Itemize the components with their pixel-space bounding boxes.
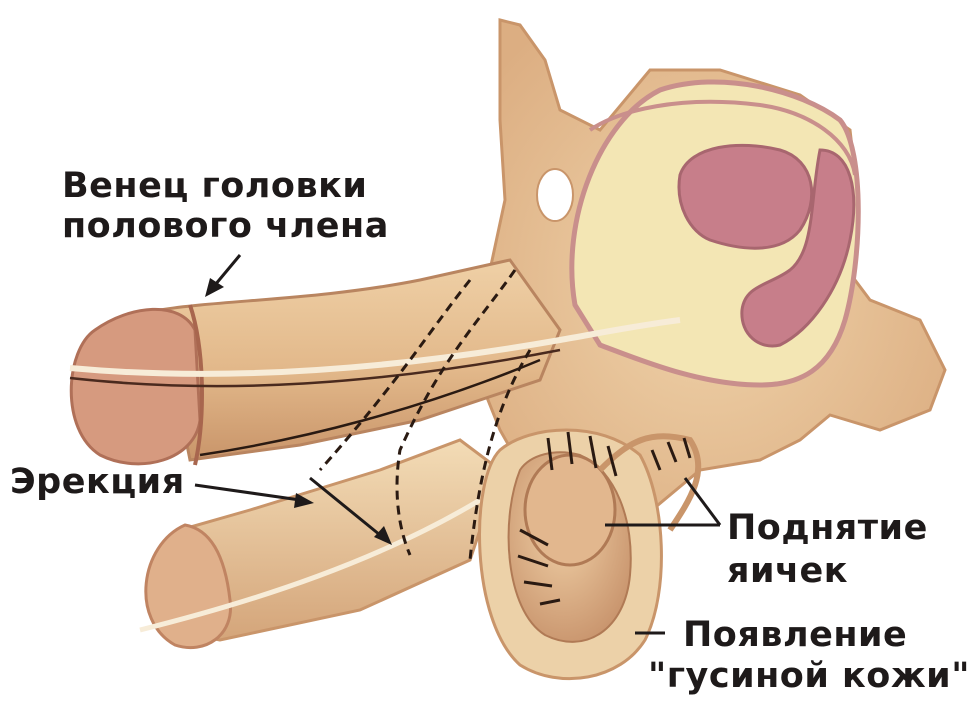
pelvic-foramen — [537, 169, 573, 221]
label-erection: Эрекция — [10, 462, 185, 502]
prostate — [679, 145, 812, 248]
label-corona-line1: Венец головки — [62, 166, 367, 206]
testis — [525, 455, 615, 565]
label-testes-line1: Поднятие — [727, 508, 928, 548]
label-corona-line2: полового члена — [62, 206, 389, 246]
label-goose-line1: Появление — [683, 615, 907, 655]
label-goose-line2: "гусиной кожи" — [648, 656, 967, 696]
label-testes-line2: яичек — [727, 551, 848, 591]
